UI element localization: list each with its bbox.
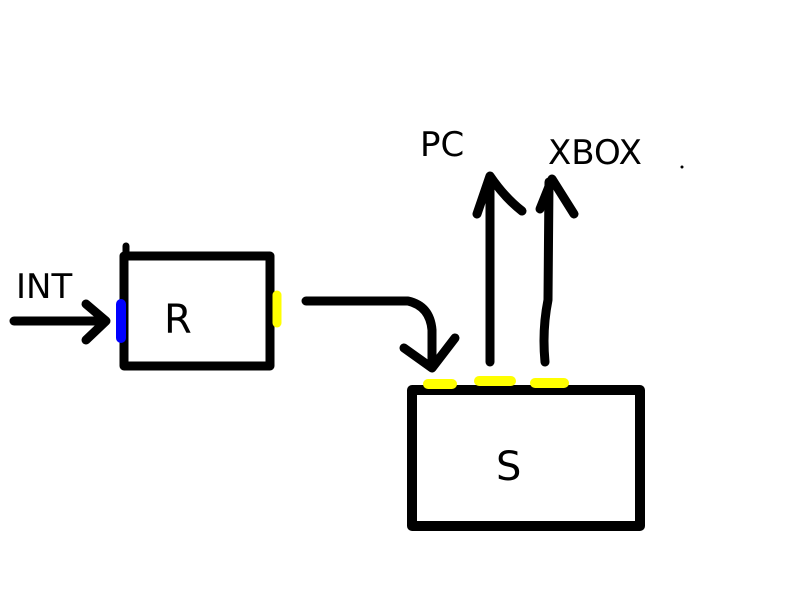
output-label-xbox: XBOX (548, 133, 642, 173)
box-r-label: R (164, 297, 192, 343)
input-arrow (9, 299, 111, 345)
box-s-label: S (496, 444, 521, 490)
output-arrow-xbox (535, 174, 579, 367)
box-s (407, 385, 645, 531)
output-arrow-pc (472, 171, 527, 367)
box-r (119, 251, 275, 371)
output-label-pc: PC (420, 125, 464, 165)
connector-arrow (301, 296, 460, 373)
input-label: INT (16, 267, 72, 307)
stray-dot (680, 165, 684, 169)
